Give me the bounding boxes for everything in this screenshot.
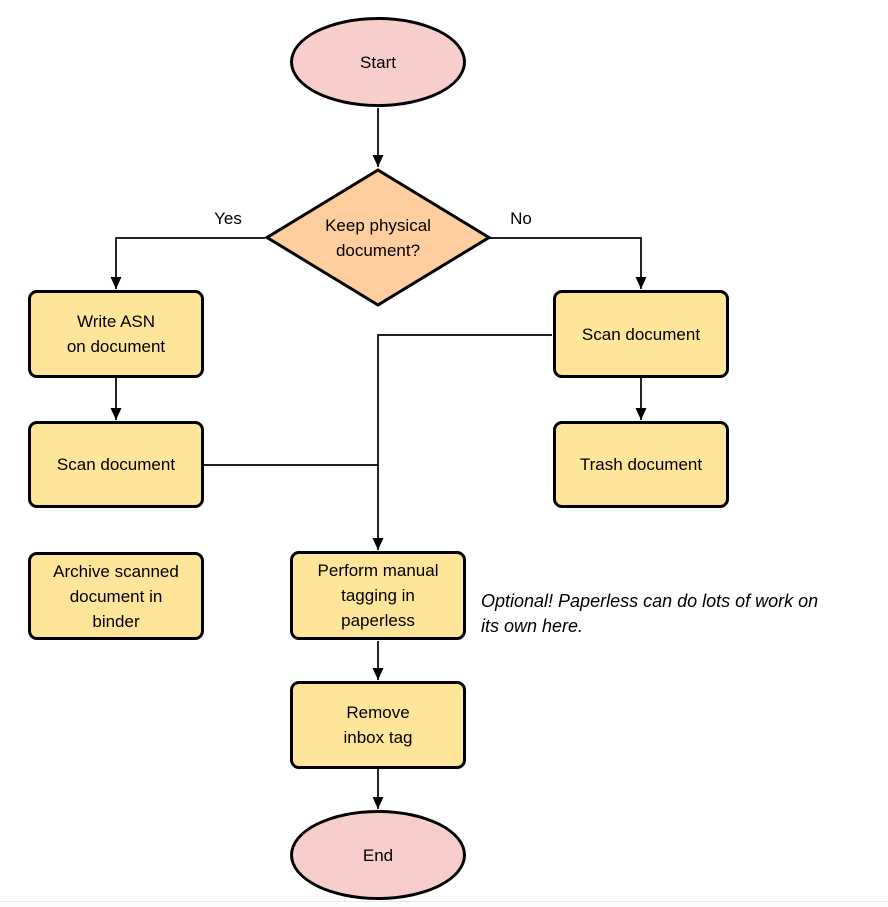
edge-decision-no-to-scan-right xyxy=(490,237,647,289)
note-optional: Optional! Paperless can do lots of work … xyxy=(481,589,888,639)
page-footer-strip xyxy=(0,902,888,907)
node-trash-document: Trash document xyxy=(553,421,729,508)
edge-label-no: No xyxy=(510,209,532,228)
node-end: End xyxy=(290,810,466,900)
decision-diamond-shape xyxy=(264,168,492,307)
write-asn-line2: on document xyxy=(66,337,166,356)
archive-line2: document in xyxy=(69,586,163,606)
tagging-line2: tagging in xyxy=(341,586,415,605)
node-start: Start xyxy=(290,17,466,107)
node-end-label: End xyxy=(362,845,394,865)
edge-decision-yes-to-write-asn xyxy=(110,237,265,289)
node-write-asn: Write ASN on document xyxy=(28,290,204,378)
node-scan-document-left: Scan document xyxy=(28,421,204,508)
edge-scan-right-to-tagging xyxy=(372,334,552,550)
write-asn-line1: Write ASN xyxy=(76,312,156,331)
node-decision-label: Keep physical document? xyxy=(263,166,493,309)
decision-label-line2: document? xyxy=(335,240,421,260)
scan-left-label: Scan document xyxy=(56,455,176,474)
remove-inbox-line1: Remove xyxy=(346,703,410,722)
node-archive-in-binder: Archive scanned document in binder xyxy=(28,552,204,640)
page-bottom-divider xyxy=(0,901,888,902)
remove-inbox-line2: inbox tag xyxy=(343,728,413,747)
tagging-line1: Perform manual xyxy=(317,561,439,580)
note-line2: its own here. xyxy=(481,616,584,636)
node-start-label: Start xyxy=(360,52,396,72)
archive-line3: binder xyxy=(92,611,140,631)
decision-label-line1: Keep physical xyxy=(325,215,431,235)
node-remove-inbox-tag: Remove inbox tag xyxy=(290,681,466,769)
scan-right-label: Scan document xyxy=(581,324,701,344)
tagging-line3: paperless xyxy=(341,611,415,630)
archive-line1: Archive scanned xyxy=(53,561,179,581)
edge-label-yes: Yes xyxy=(214,209,242,228)
note-line1: Optional! Paperless can do lots of work … xyxy=(481,591,819,611)
node-scan-document-right: Scan document xyxy=(553,290,729,378)
trash-label: Trash document xyxy=(579,455,703,474)
node-decision-keep-physical: Keep physical document? xyxy=(263,166,493,309)
node-perform-manual-tagging: Perform manual tagging in paperless xyxy=(290,551,466,640)
